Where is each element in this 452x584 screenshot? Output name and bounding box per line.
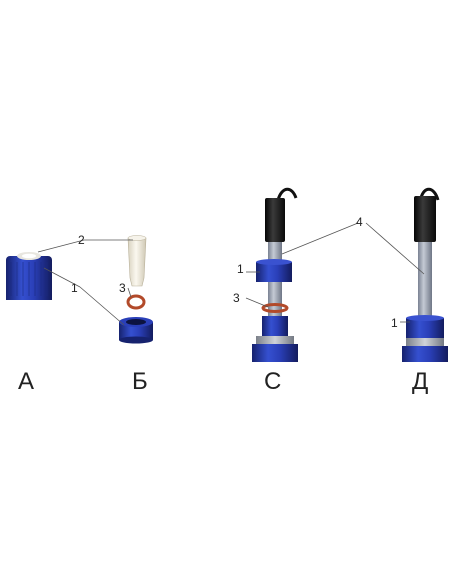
callout-a-top: 2 xyxy=(78,233,85,247)
callout-a-cap: 1 xyxy=(71,281,78,295)
panel-c-assembly xyxy=(252,187,298,362)
panel-letter-b: Б xyxy=(132,368,148,395)
panel-letter-c: С xyxy=(264,368,281,395)
callout-c-electrode: 4 xyxy=(356,215,363,229)
panel-letter-d: Д xyxy=(412,368,428,395)
panel-b-oring xyxy=(126,294,146,310)
callout-c-oring: 3 xyxy=(233,291,240,305)
panel-d-assembly xyxy=(402,187,448,362)
callout-b-oring: 3 xyxy=(119,281,126,295)
panel-a-bottle-neck xyxy=(6,252,52,300)
panel-b-sleeve xyxy=(127,235,147,287)
panel-b-cap xyxy=(119,317,153,344)
callout-c-cap: 1 xyxy=(237,262,244,276)
leader-lines xyxy=(37,222,425,326)
panel-letter-a: А xyxy=(18,368,34,395)
callout-d-cap: 1 xyxy=(391,316,398,330)
